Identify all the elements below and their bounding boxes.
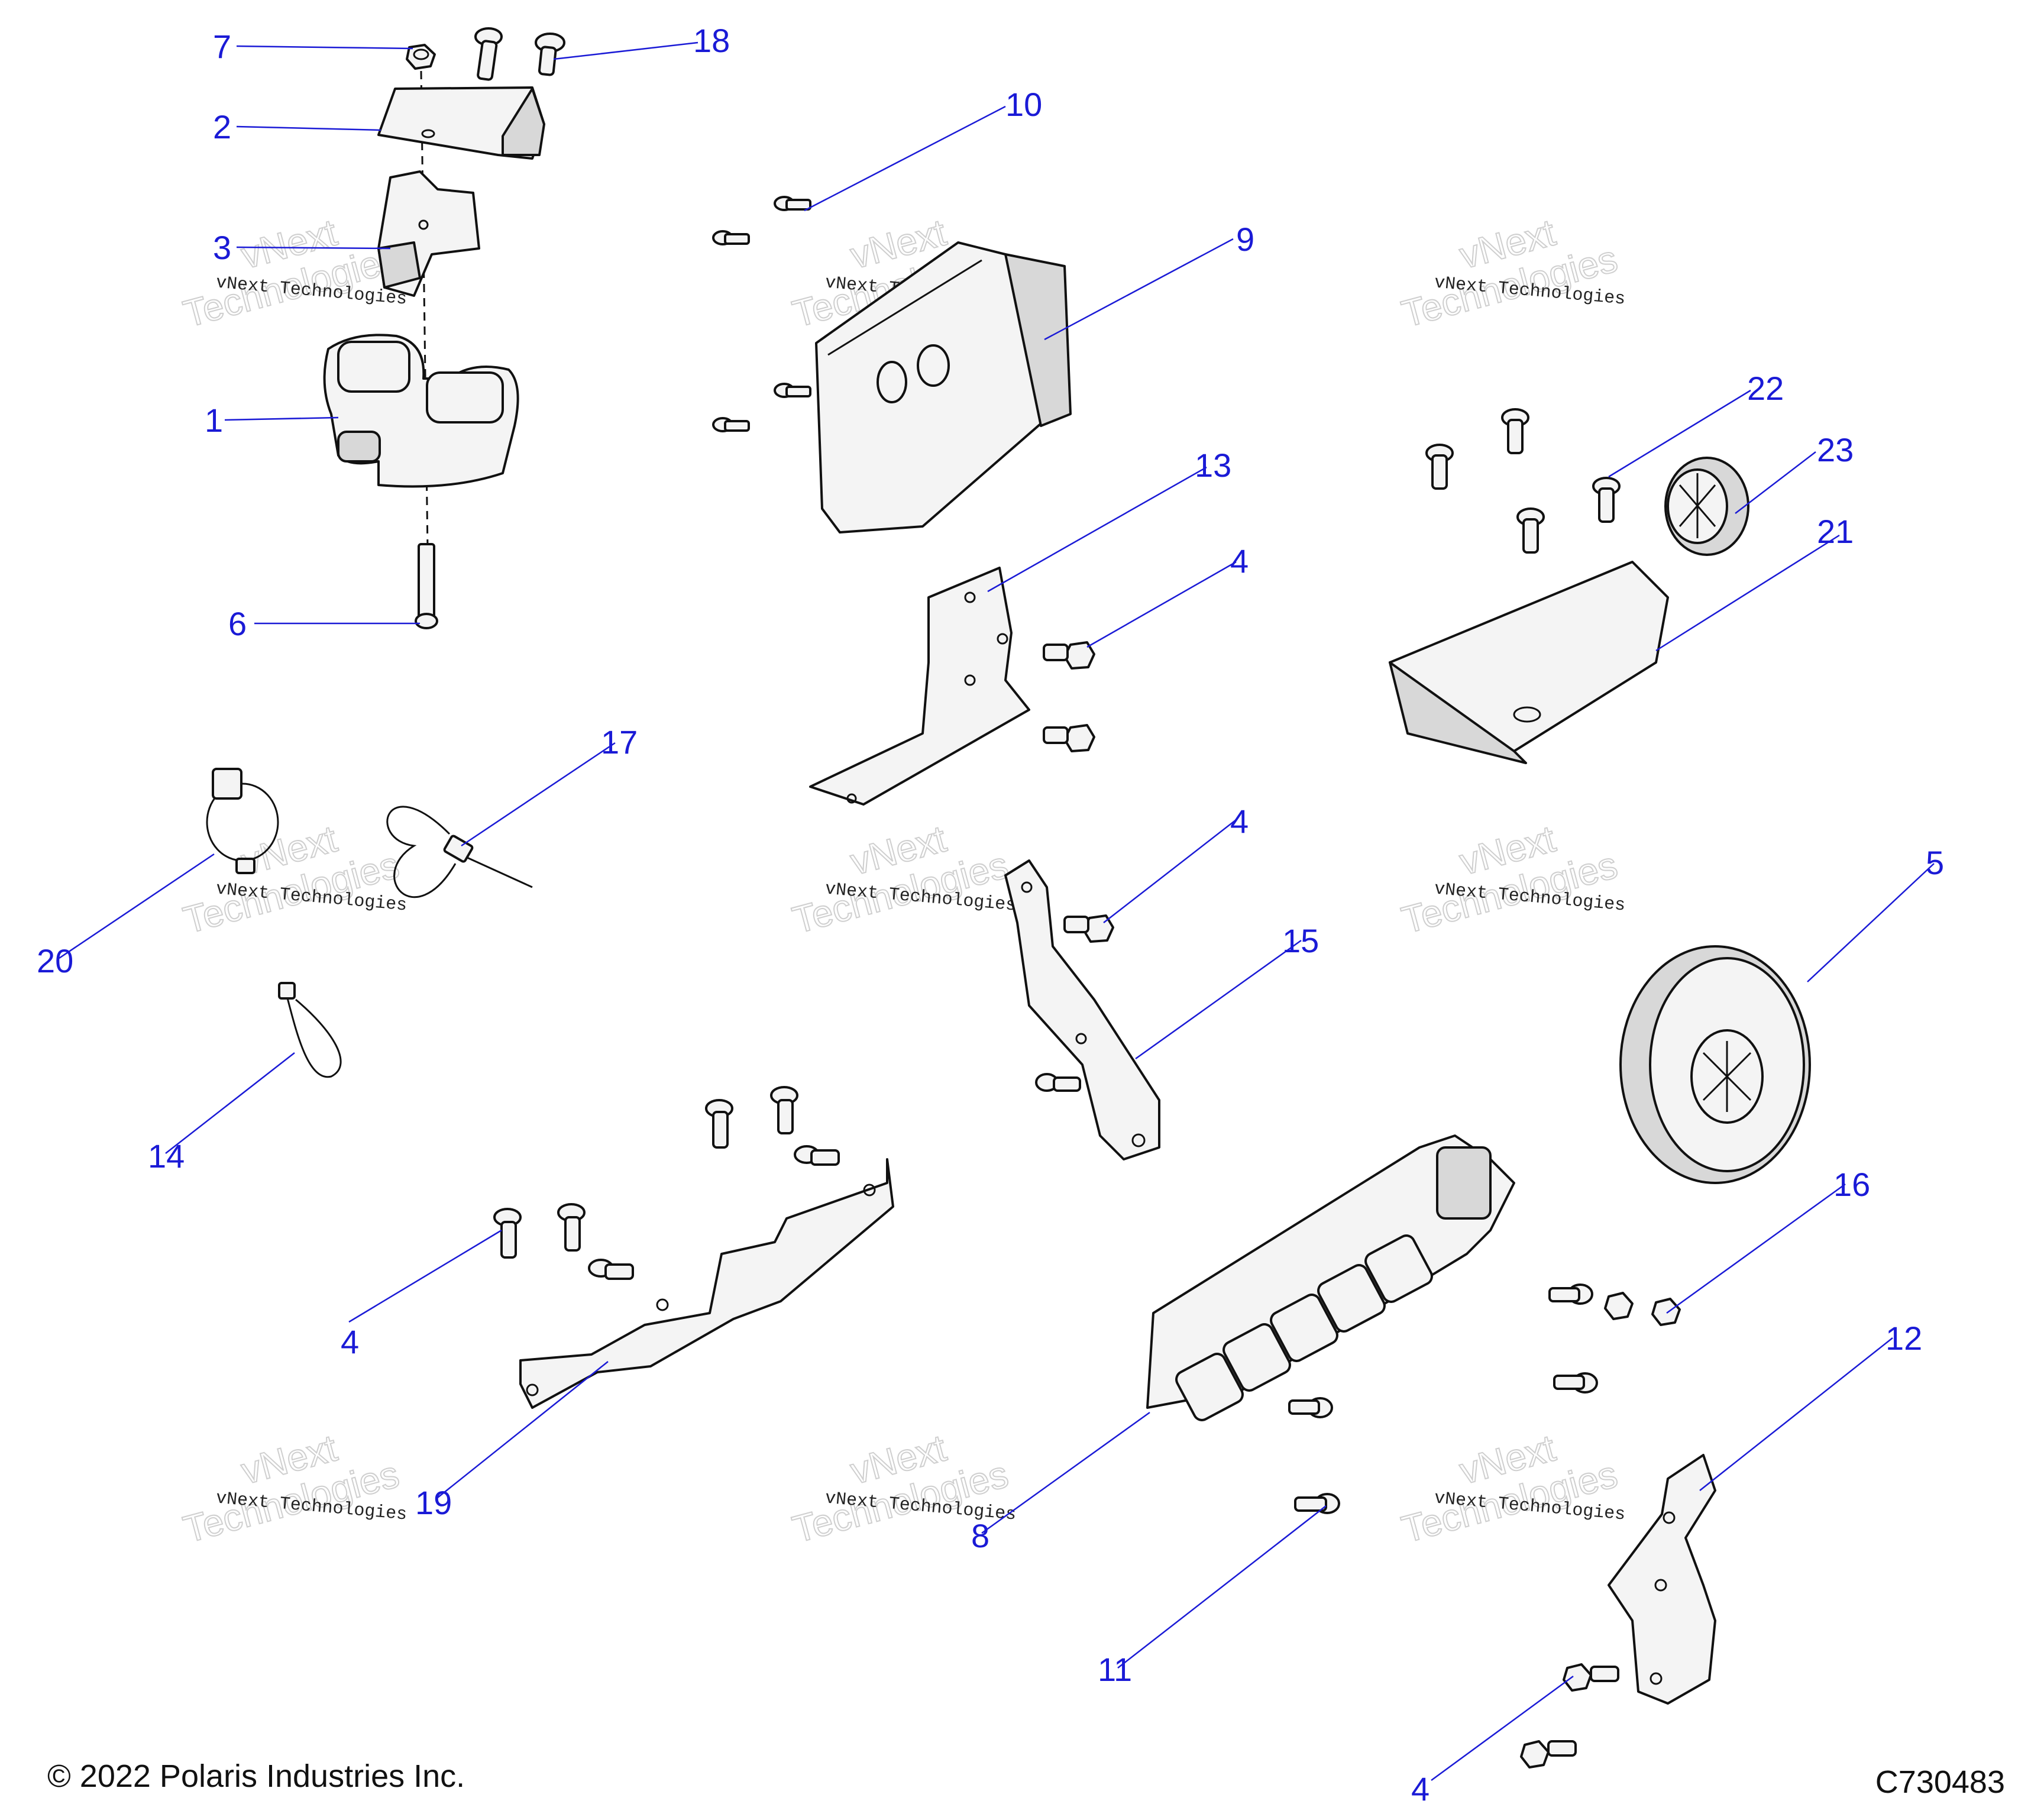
- part-23-grommet: [1664, 457, 1749, 556]
- callout-20: 20: [37, 942, 73, 979]
- callout-labels: 7 18 2 3 1 6 10 9 13 4 22 23 21 17 20 4 …: [37, 22, 1944, 1808]
- callout-1: 1: [205, 402, 223, 439]
- callout-16: 16: [1833, 1166, 1870, 1203]
- callout-2: 2: [213, 108, 231, 146]
- part-8-fuse-block: [1146, 1134, 1515, 1421]
- part-4-bolts-right: [1520, 1663, 1619, 1768]
- callout-8: 8: [971, 1517, 989, 1554]
- part-3-clip: [377, 170, 480, 297]
- part-20-clamp: [206, 768, 279, 874]
- callout-9: 9: [1236, 221, 1254, 258]
- callout-13: 13: [1195, 447, 1231, 484]
- callout-12: 12: [1885, 1320, 1922, 1357]
- callout-11: 11: [1098, 1651, 1132, 1688]
- callout-15: 15: [1282, 922, 1319, 959]
- part-12-bracket: [1608, 1454, 1716, 1705]
- callout-10: 10: [1005, 86, 1042, 123]
- part-19-bracket: [519, 1158, 894, 1409]
- callout-6: 6: [228, 605, 247, 642]
- copyright-notice: © 2022 Polaris Industries Inc.: [47, 1758, 465, 1794]
- leader-lines: [59, 41, 1935, 1782]
- part-16-nuts: [1288, 1283, 1681, 1418]
- part-4-bolt-mid: [1063, 914, 1114, 943]
- callout-5: 5: [1926, 844, 1944, 881]
- part-4-bolts-lower: [493, 1086, 840, 1280]
- callout-4-upper: 4: [1230, 542, 1249, 580]
- callout-23: 23: [1817, 431, 1854, 468]
- part-4-bolts-upper: [1043, 641, 1095, 752]
- part-13-bracket: [809, 567, 1030, 806]
- part-15-bracket: [1004, 859, 1160, 1160]
- callout-19: 19: [415, 1484, 452, 1521]
- part-6-bolt: [415, 543, 438, 629]
- part-17-tie: [386, 806, 533, 898]
- callout-14: 14: [148, 1137, 185, 1175]
- assembly-axis-line: [420, 70, 429, 592]
- part-7-nut: [406, 44, 436, 70]
- part-9-ecm: [815, 241, 1072, 534]
- callout-22: 22: [1747, 370, 1784, 407]
- part-22-screws: [1425, 408, 1621, 554]
- drawing-number: C730483: [1875, 1764, 2005, 1800]
- callout-4-lower: 4: [341, 1323, 359, 1360]
- part-21-module: [1389, 561, 1669, 764]
- part-5-grommet: [1619, 945, 1811, 1184]
- part-10-screws: [712, 196, 811, 432]
- part-2-bracket: [377, 86, 545, 160]
- part-18-bolts: [474, 27, 565, 81]
- callout-18: 18: [693, 22, 730, 59]
- part-14-tie: [278, 982, 342, 1078]
- callout-4-right: 4: [1411, 1770, 1429, 1808]
- part-11-screw: [1294, 1493, 1340, 1514]
- callout-21: 21: [1817, 513, 1854, 550]
- callout-3: 3: [213, 229, 231, 266]
- callout-4-mid: 4: [1230, 803, 1249, 840]
- callout-7: 7: [213, 28, 231, 65]
- callout-17: 17: [601, 723, 638, 761]
- part-1-ignition-coil: [323, 334, 519, 488]
